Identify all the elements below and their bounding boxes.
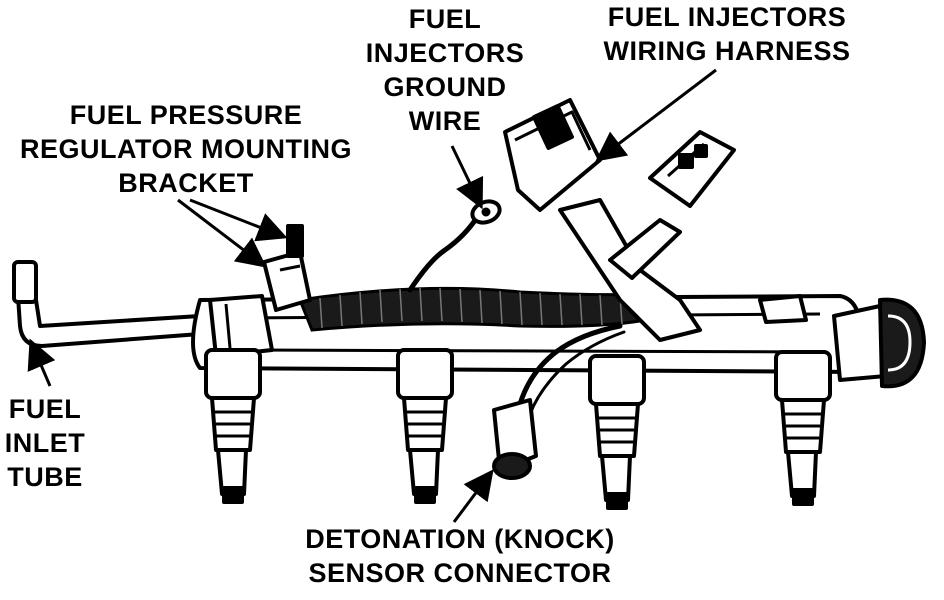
leader-knock-sensor: [452, 469, 494, 523]
harness-branch: [558, 198, 702, 342]
leader-bracket-2: [189, 198, 288, 242]
leader-ground-wire: [450, 145, 484, 210]
leader-bracket-1: [177, 198, 267, 268]
label-fuel-injectors-ground-wire: FUEL INJECTORS GROUND WIRE: [365, 4, 525, 136]
injector-3: [588, 354, 646, 510]
leader-lines: [27, 68, 717, 523]
knock-sensor-wire: [517, 323, 626, 416]
label-fuel-inlet-tube: FUEL INLET TUBE: [4, 394, 86, 492]
pressure-regulator: [758, 294, 926, 389]
knock-sensor-connector: [492, 398, 538, 480]
left-mount: [208, 294, 274, 358]
injector-1: [204, 348, 262, 504]
leader-harness: [595, 68, 717, 162]
label-fuel-pressure-regulator-bracket: FUEL PRESSURE REGULATOR MOUNTING BRACKET: [20, 100, 352, 198]
fuel-inlet-tube-drawing: [12, 260, 202, 348]
injector-4: [774, 350, 832, 506]
wiring-harness-loom: [297, 286, 648, 332]
injector-2: [396, 348, 454, 504]
harness-connector: [503, 98, 602, 212]
regulator-bracket: [262, 224, 312, 312]
ground-wire: [407, 199, 502, 293]
secondary-connector: [648, 130, 736, 208]
label-fuel-injectors-wiring-harness: FUEL INJECTORS WIRING HARNESS: [603, 2, 851, 66]
leader-inlet-tube: [27, 338, 56, 387]
label-knock-sensor-connector: DETONATION (KNOCK) SENSOR CONNECTOR: [305, 524, 615, 588]
